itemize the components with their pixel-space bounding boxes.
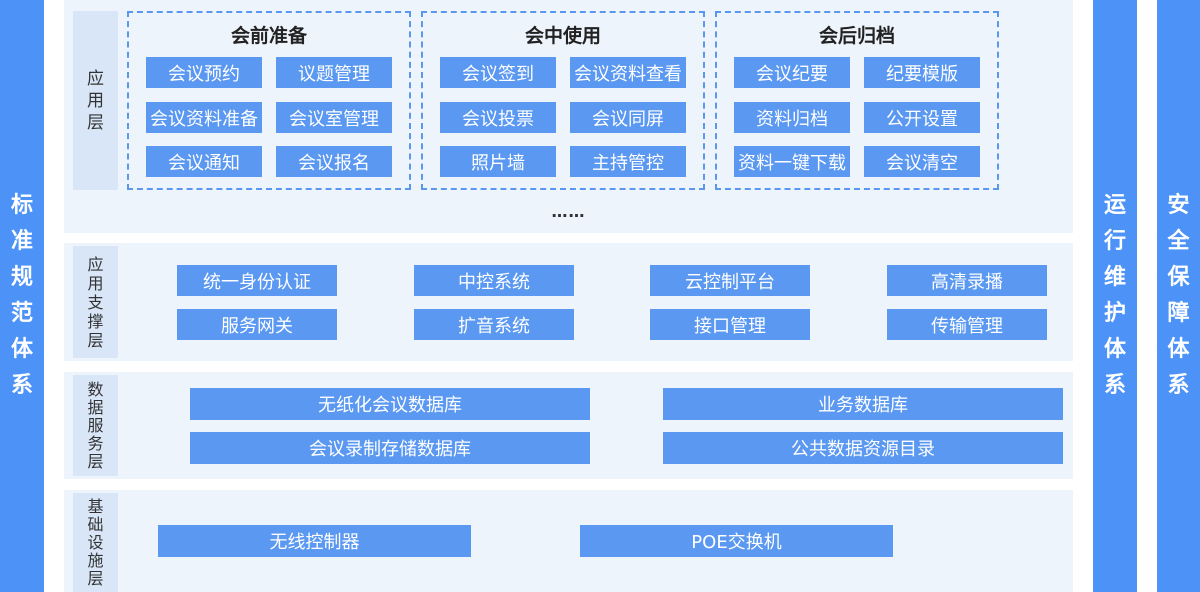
module-meeting-booking[interactable]: 会议预约 bbox=[146, 57, 262, 88]
infra-wireless-controller[interactable]: 无线控制器 bbox=[158, 525, 471, 557]
module-agenda-management[interactable]: 议题管理 bbox=[276, 57, 392, 88]
post-meeting-title: 会后归档 bbox=[818, 25, 895, 47]
post-meeting-group: 会后归档 bbox=[715, 11, 999, 190]
application-layer-panel: 应用层 会前准备 会中使用 会后归档 会议预约 议题管理 会议资料准备 会议室管… bbox=[64, 0, 1073, 233]
infra-poe-switch[interactable]: POE交换机 bbox=[580, 525, 893, 557]
module-material-archive[interactable]: 资料归档 bbox=[734, 102, 850, 133]
module-minutes-template[interactable]: 纪要模版 bbox=[864, 57, 980, 88]
pre-meeting-group: 会前准备 bbox=[127, 11, 411, 190]
operations-system-label: 运行维护体系 bbox=[1103, 193, 1126, 398]
module-meeting-registration[interactable]: 会议报名 bbox=[276, 146, 392, 177]
module-one-click-download[interactable]: 资料一键下载 bbox=[734, 146, 850, 177]
data-public-resource-catalog[interactable]: 公共数据资源目录 bbox=[663, 432, 1063, 464]
support-service-gateway[interactable]: 服务网关 bbox=[177, 309, 337, 340]
module-photo-wall[interactable]: 照片墙 bbox=[440, 146, 556, 177]
in-meeting-title: 会中使用 bbox=[524, 25, 601, 47]
data-business-db[interactable]: 业务数据库 bbox=[663, 388, 1063, 420]
support-interface-management[interactable]: 接口管理 bbox=[650, 309, 810, 340]
pre-meeting-title: 会前准备 bbox=[230, 25, 307, 47]
module-meeting-checkin[interactable]: 会议签到 bbox=[440, 57, 556, 88]
module-meeting-notice[interactable]: 会议通知 bbox=[146, 146, 262, 177]
module-meeting-clear[interactable]: 会议清空 bbox=[864, 146, 980, 177]
infrastructure-layer-label-text: 基础设施层 bbox=[87, 496, 104, 588]
module-meeting-minutes[interactable]: 会议纪要 bbox=[734, 57, 850, 88]
module-screen-sharing[interactable]: 会议同屏 bbox=[570, 102, 686, 133]
application-layer-label-text: 应用层 bbox=[87, 68, 104, 133]
support-layer-label: 应用支撑层 bbox=[73, 246, 118, 358]
module-host-control[interactable]: 主持管控 bbox=[570, 146, 686, 177]
support-layer-label-text: 应用支撑层 bbox=[87, 254, 104, 350]
more-ellipsis: …… bbox=[551, 202, 586, 221]
standards-system-bar: 标准规范体系 bbox=[0, 0, 44, 592]
support-audio-system[interactable]: 扩音系统 bbox=[414, 309, 574, 340]
infrastructure-layer-panel: 基础设施层 无线控制器 POE交换机 bbox=[64, 490, 1073, 592]
support-unified-identity[interactable]: 统一身份认证 bbox=[177, 265, 337, 296]
support-central-control[interactable]: 中控系统 bbox=[414, 265, 574, 296]
module-room-management[interactable]: 会议室管理 bbox=[276, 102, 392, 133]
infrastructure-layer-label: 基础设施层 bbox=[73, 493, 118, 592]
security-system-bar: 安全保障体系 bbox=[1157, 0, 1200, 592]
module-meeting-voting[interactable]: 会议投票 bbox=[440, 102, 556, 133]
module-material-preparation[interactable]: 会议资料准备 bbox=[146, 102, 262, 133]
data-layer-panel: 数据服务层 无纸化会议数据库 业务数据库 会议录制存储数据库 公共数据资源目录 bbox=[64, 372, 1073, 479]
support-transmission-management[interactable]: 传输管理 bbox=[887, 309, 1047, 340]
security-system-label: 安全保障体系 bbox=[1167, 193, 1190, 398]
data-recording-storage-db[interactable]: 会议录制存储数据库 bbox=[190, 432, 590, 464]
module-material-viewing[interactable]: 会议资料查看 bbox=[570, 57, 686, 88]
in-meeting-group: 会中使用 bbox=[421, 11, 705, 190]
support-hd-recording[interactable]: 高清录播 bbox=[887, 265, 1047, 296]
standards-system-label: 标准规范体系 bbox=[10, 193, 33, 398]
application-layer-label: 应用层 bbox=[73, 11, 118, 190]
operations-system-bar: 运行维护体系 bbox=[1093, 0, 1137, 592]
support-cloud-control-platform[interactable]: 云控制平台 bbox=[650, 265, 810, 296]
support-layer-panel: 应用支撑层 统一身份认证 中控系统 云控制平台 高清录播 服务网关 扩音系统 接… bbox=[64, 243, 1073, 361]
data-layer-label-text: 数据服务层 bbox=[87, 379, 104, 471]
data-paperless-meeting-db[interactable]: 无纸化会议数据库 bbox=[190, 388, 590, 420]
module-public-settings[interactable]: 公开设置 bbox=[864, 102, 980, 133]
data-layer-label: 数据服务层 bbox=[73, 375, 118, 476]
